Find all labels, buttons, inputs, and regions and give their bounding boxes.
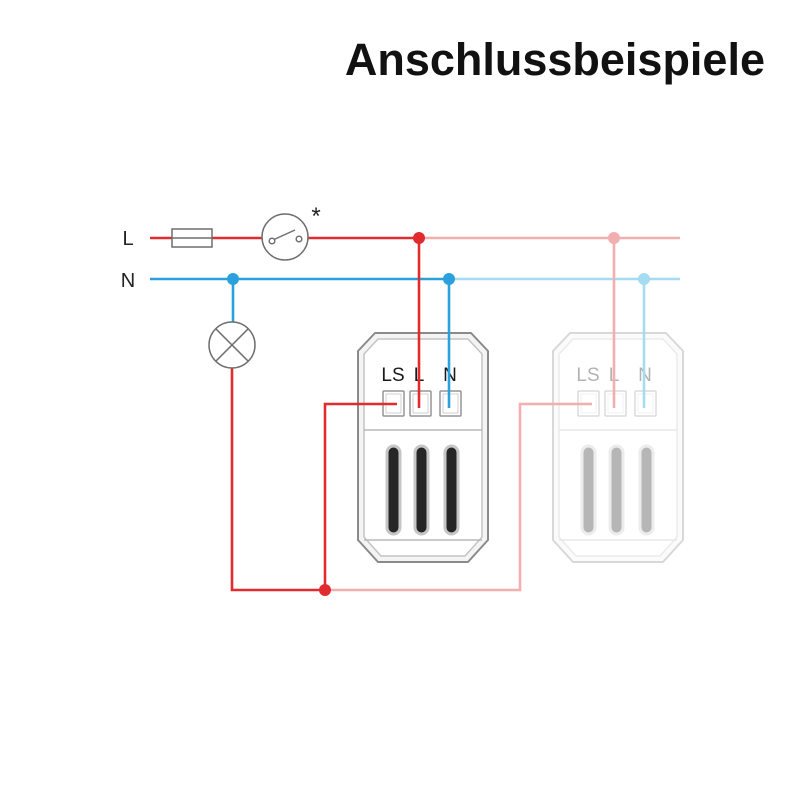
- neutral-conductor-label: N: [121, 270, 135, 292]
- device-1-terminal-l: [409, 390, 432, 417]
- switch-housing: [261, 213, 309, 261]
- device-1-terminal-l-inner: [412, 393, 429, 414]
- device-1-terminal-n-inner: [442, 393, 459, 414]
- device-2-vent-slot: [580, 444, 597, 536]
- junction-dot-live-device-1: [413, 232, 425, 244]
- junction-dot-neutral-device-1: [443, 273, 455, 285]
- device-2-terminal-l: [604, 390, 627, 417]
- device-1-vent-slot: [443, 444, 460, 536]
- lamp-cross-line: [215, 328, 249, 362]
- device-1: LS L N: [357, 332, 489, 563]
- device-2-housing: [552, 332, 684, 563]
- device-2-housing-inner: [558, 338, 678, 557]
- live-conductor-label: L: [122, 228, 133, 250]
- device-2-label-ls: LS: [576, 365, 599, 386]
- device-1-ls-wire: [323, 402, 397, 590]
- device-1-label-ls: LS: [381, 365, 404, 386]
- switch-lever: [273, 229, 296, 241]
- device-2-vent-slot: [638, 444, 655, 536]
- device-2: LS L N: [552, 332, 684, 563]
- device-2-terminal-n: [634, 390, 657, 417]
- junction-dot-neutral-lamp: [227, 273, 239, 285]
- page-title: Anschlussbeispiele: [345, 34, 765, 85]
- junction-dot-neutral-device-2: [638, 273, 650, 285]
- device-2-ls-wire: [325, 402, 592, 592]
- device-2-terminal-l-inner: [607, 393, 624, 414]
- switch-footnote-asterisk: *: [311, 203, 320, 230]
- fuse-symbol: [171, 228, 213, 248]
- switch-contact-left: [268, 237, 276, 245]
- switch-symbol: [261, 213, 309, 261]
- lamp-symbol: [208, 321, 256, 369]
- device-2-vent-slot: [608, 444, 625, 536]
- device-1-vent-slot: [385, 444, 402, 536]
- device-1-vent-slot: [413, 444, 430, 536]
- lamp-switched-wire: [230, 368, 325, 592]
- device-2-terminal-n-inner: [637, 393, 654, 414]
- switch-contact-right: [295, 235, 303, 243]
- junction-dot-live-device-2: [608, 232, 620, 244]
- junction-dot-switched-line: [319, 584, 331, 596]
- device-1-terminal-n: [439, 390, 462, 417]
